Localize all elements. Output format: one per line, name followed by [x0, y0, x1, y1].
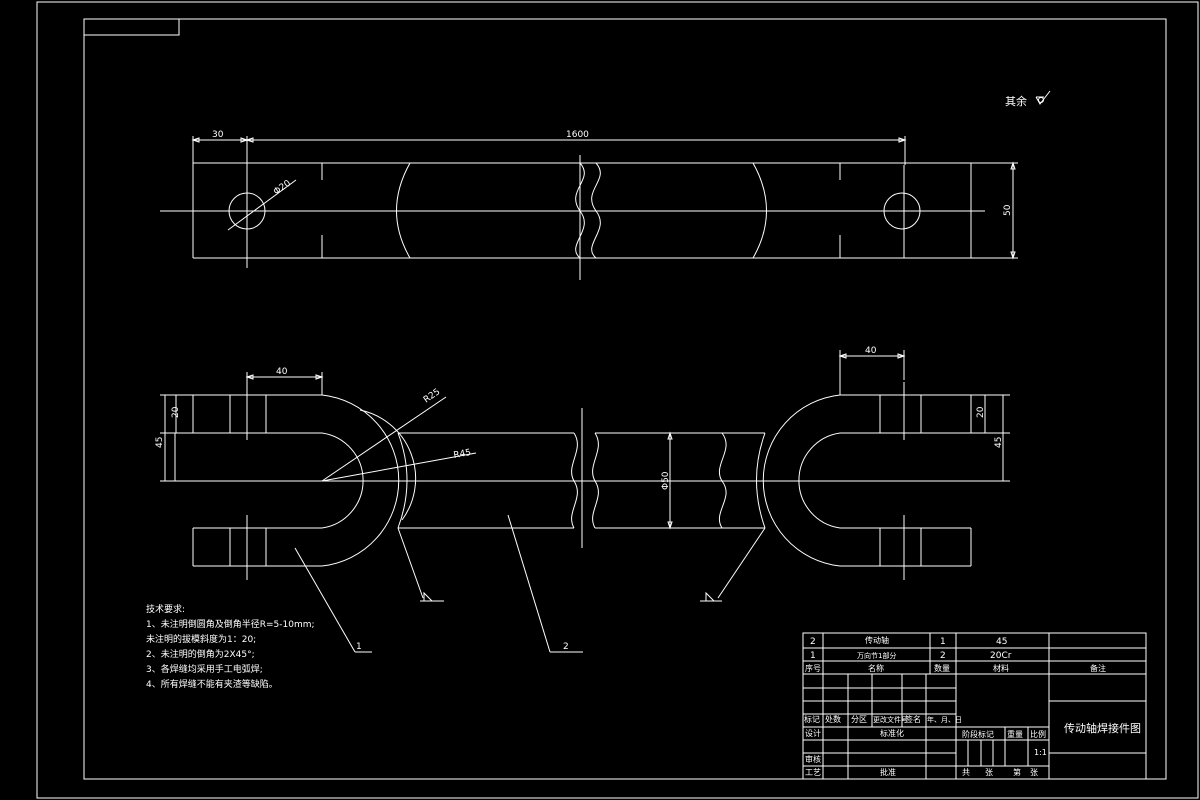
tb-date: 年、月、日	[927, 715, 962, 724]
dim-right-45: 45	[994, 437, 1004, 448]
tb-total: 共	[962, 768, 970, 777]
bom-header-material: 材料	[993, 663, 1009, 673]
bom-header-name: 名称	[868, 663, 884, 673]
tb-zone: 分区	[851, 715, 867, 724]
tb-count: 处数	[825, 714, 841, 724]
tb-scale-value: 1:1	[1034, 748, 1047, 757]
balloon-2: 2	[563, 642, 569, 652]
tb-sheet: 张	[1030, 768, 1038, 777]
balloon-1: 1	[356, 642, 362, 652]
tb-design: 设计	[805, 728, 821, 738]
tb-sign: 签名	[905, 714, 921, 724]
tb-check: 审核	[805, 754, 821, 764]
tb-change-doc: 更改文件号	[873, 715, 908, 724]
tb-sheets: 张	[985, 768, 993, 777]
tb-stage: 阶段标记	[962, 729, 994, 739]
dim-right-20: 20	[976, 406, 986, 418]
surface-finish-circle	[1038, 97, 1044, 103]
notes-item-3: 3、各焊缝均采用手工电弧焊;	[146, 665, 263, 675]
notes-title: 技术要求:	[146, 605, 186, 615]
dim-right-40: 40	[865, 346, 877, 356]
tb-standard: 标准化	[880, 728, 904, 738]
bom-row1-qty: 2	[940, 651, 946, 661]
notes-item-1: 1、未注明倒圆角及倒角半径R=5-10mm;	[146, 620, 315, 630]
tb-page: 第	[1013, 767, 1021, 777]
dim-left-20: 20	[171, 406, 181, 418]
tb-approve: 批准	[880, 767, 896, 777]
tb-process: 工艺	[805, 768, 821, 777]
top-view: 30 1600 Φ20 50	[160, 130, 1018, 280]
bom-header-remark: 备注	[1090, 663, 1106, 673]
dim-r45: R45	[453, 448, 472, 461]
bom-header-qty: 数量	[934, 663, 950, 673]
bom-row2-name: 传动轴	[865, 635, 889, 645]
bom-row1-name: 万向节1部分	[857, 651, 896, 660]
surface-finish-text: 其余	[1005, 94, 1027, 108]
dim-1600: 1600	[566, 130, 589, 140]
hole-left	[228, 192, 266, 230]
title-block: 2 传动轴 1 45 1 万向节1部分 2 20Cr 序号 名称 数量 材料 备…	[802, 632, 1147, 780]
bom-row2-qty: 1	[940, 637, 946, 647]
bom-row1-material: 20Cr	[990, 651, 1012, 661]
dim-50: 50	[1003, 204, 1013, 216]
dim-r25: R25	[422, 387, 442, 405]
dim-30: 30	[212, 130, 224, 140]
dim-phi20: Φ20	[272, 178, 293, 197]
technical-notes: 技术要求: 1、未注明倒圆角及倒角半径R=5-10mm; 未注明的拔模斜度为1：…	[146, 603, 315, 693]
notes-item-2: 2、未注明的倒角为2X45°;	[146, 650, 255, 660]
notes-item-4: 4、所有焊缝不能有夹渣等缺陷。	[146, 680, 278, 690]
tb-scale: 比例	[1030, 729, 1046, 739]
bom-row1-no: 1	[810, 651, 816, 661]
tb-weight: 重量	[1007, 729, 1023, 739]
bom-row2-no: 2	[810, 637, 816, 647]
corner-box	[83, 18, 180, 36]
dim-left-45: 45	[155, 437, 165, 448]
notes-item-1b: 未注明的拔模斜度为1：20;	[146, 635, 257, 645]
dim-phi50: Φ50	[661, 471, 671, 490]
inner-border	[83, 18, 1167, 780]
surface-finish-symbol	[1035, 90, 1051, 105]
front-view: 40 20 45	[155, 346, 1010, 653]
dim-left-40: 40	[276, 367, 288, 377]
outer-border	[36, 1, 1199, 799]
bom-row2-material: 45	[996, 637, 1007, 647]
hole-right	[883, 192, 921, 230]
drawing-title: 传动轴焊接件图	[1064, 721, 1141, 735]
tb-mark: 标记	[804, 714, 820, 724]
bom-header-no: 序号	[805, 663, 821, 673]
